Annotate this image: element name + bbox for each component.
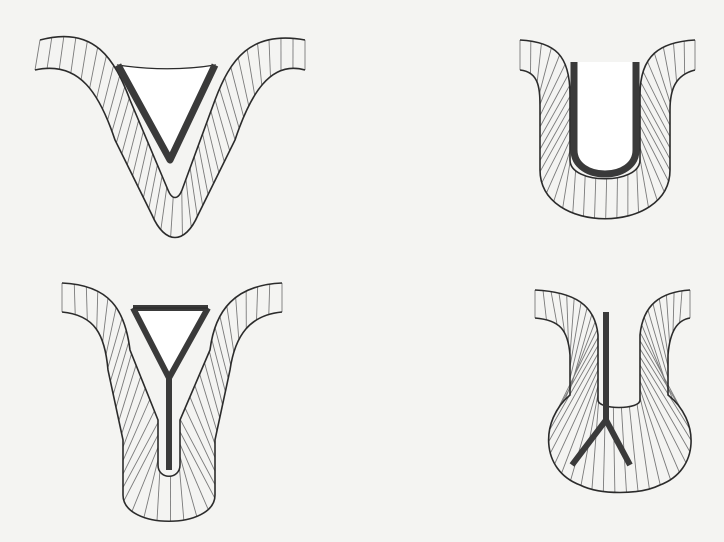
figure-v-shape [35,36,305,237]
lumen [574,62,636,174]
hatch-line [180,432,215,498]
hatch-line [215,100,230,151]
hatch-line [540,96,570,149]
hatch-line [97,291,98,329]
hatch-line [81,41,87,79]
hatch-line [573,171,576,213]
hatch-line [71,38,76,73]
hatch-line [190,168,197,217]
hatch-line [116,98,129,143]
hatch-line [238,58,249,106]
hatch-line [551,292,557,325]
hatch-line [108,318,122,368]
hatch-line [540,107,570,160]
hatch-line [211,111,224,162]
hatch-line [269,284,270,314]
hatch-line [209,351,222,404]
hatch-line [666,295,669,343]
figure-y-shape [62,283,282,521]
hatch-line [113,342,129,395]
hatch-line [132,447,158,511]
hatch-line [154,176,162,220]
hatch-line [629,407,638,492]
hatch-line [90,47,98,88]
hatch-line [236,297,239,339]
hatch-line [227,306,234,352]
hatch-line [558,329,597,408]
hatch-line [144,460,158,518]
hatch-line [97,56,107,98]
hatch-line [149,165,158,209]
hatch-line [225,78,239,129]
hatch-line [542,129,570,183]
hatch-line [220,89,236,140]
hatch-line [540,75,568,127]
hatch-line [640,93,670,148]
hatch-line [116,354,131,408]
hatch-line [123,411,154,474]
hatch-line [119,365,136,421]
hatch-line [138,143,148,187]
hatch-line [640,104,670,159]
hatch-line [124,435,158,501]
basal-outline [535,318,691,493]
hatch-line [258,43,262,85]
hatch-line [182,191,183,236]
hatch-line [179,469,183,520]
hatch-line [215,328,228,379]
hatch-line [59,36,64,69]
hatch-line [673,292,674,332]
hatch-line [212,339,226,391]
hatch-line [617,178,618,218]
hatch-line [257,287,258,320]
hatch-line [537,43,541,82]
hatch-line [674,43,677,82]
figure-flask-shape [535,290,691,493]
hatch-line [592,402,599,489]
hatch-line [110,330,126,382]
hatch-line [205,363,220,418]
hatch-line [549,346,598,431]
hatch-line [161,187,167,230]
hatch-line [106,307,116,354]
hatch-line [86,287,87,320]
hatch-line [613,407,615,492]
hatch-line [194,157,202,206]
hatch-line [47,37,52,68]
hatch-line [640,158,648,207]
hatch-line [606,179,607,219]
hatch-line [143,154,152,198]
hatch-line [112,87,125,132]
hatch-line [680,291,682,323]
hatch-line [269,40,270,77]
hatch-line [539,48,551,93]
hatch-line [640,126,669,182]
hatch-line [207,122,219,172]
hatch-line [74,284,75,314]
hatch-line [157,472,160,521]
hatch-line [595,178,596,218]
hatch-line [641,82,670,136]
hatch-line [648,310,668,378]
hatch-line [247,50,255,96]
hatch-line [200,374,217,431]
hatch-line [123,399,150,460]
hatch-line [171,197,174,237]
hatch-line [637,168,639,212]
hatch-line [583,176,585,217]
hatch-line [186,179,191,227]
figure-u-shape [520,40,695,219]
hatch-line [637,404,649,489]
lumen [133,308,208,375]
hatch-line [103,298,108,342]
hatch-line [185,408,215,471]
hatch-line [640,349,690,429]
hatch-line [543,291,546,320]
hatch-line [35,40,40,70]
